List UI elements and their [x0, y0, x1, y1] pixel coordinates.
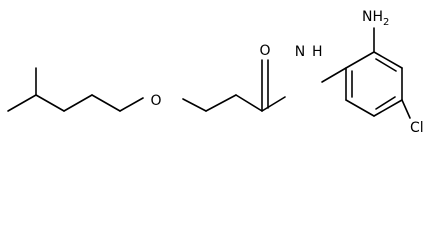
carbonyl-oxygen-label: O [259, 43, 270, 59]
structure-canvas: O O N H NH2 Cl [7, 9, 424, 136]
ether-oxygen-label: O [150, 93, 161, 109]
chemical-structure-diagram: O O N H NH2 Cl [7, 9, 424, 136]
ring-bond-1 [345, 51, 375, 69]
bond-nitrogen-ring [321, 67, 347, 83]
ring-bond-5 [345, 99, 375, 117]
bond-ether-right [182, 98, 207, 112]
bond-ring-chlorine [401, 99, 411, 119]
bond-chain-4 [119, 97, 144, 112]
bond-ch2-carbonyl [235, 94, 263, 112]
amino-group-label: NH2 [362, 9, 389, 28]
ring-bond-2 [373, 51, 403, 69]
ring-inner-double-1 [375, 58, 397, 72]
amino-subscript-label: 2 [383, 17, 389, 28]
bond-chain-3 [91, 94, 121, 112]
ring-bond-4 [373, 99, 403, 117]
ring-inner-double-2 [375, 96, 396, 110]
bond-ch2-ch2 [205, 94, 237, 112]
bond-chain-methyl-left [7, 94, 37, 112]
amide-nitrogen-label: N [295, 44, 305, 60]
amino-nh-label: NH [362, 9, 383, 25]
chlorine-label: Cl [410, 120, 424, 136]
bond-carbonyl-nitrogen [261, 96, 286, 112]
amide-hydrogen-label: H [312, 44, 323, 60]
bond-chain-1 [35, 94, 65, 112]
bond-chain-2 [63, 94, 93, 112]
